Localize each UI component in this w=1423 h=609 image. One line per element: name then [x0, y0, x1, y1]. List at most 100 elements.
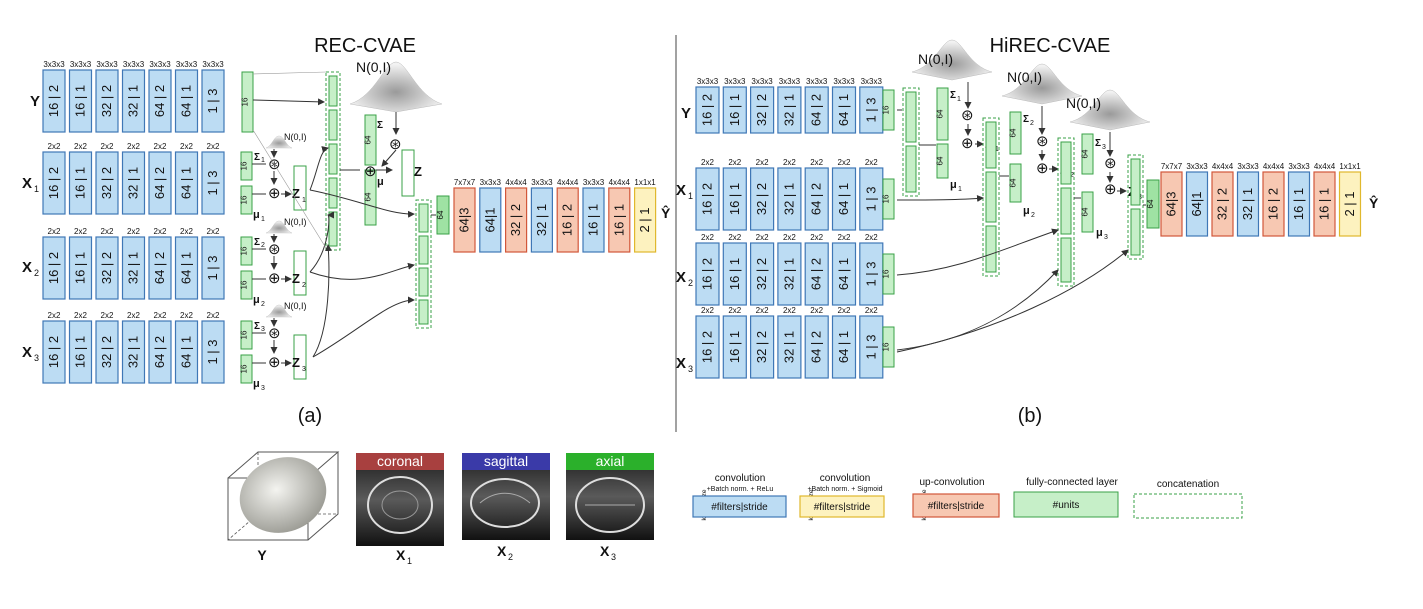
svg-text:X: X	[676, 182, 686, 199]
concat-cell	[328, 177, 338, 209]
decoder-block	[1160, 171, 1183, 237]
svg-text:⊕: ⊕	[961, 135, 974, 152]
kernel-size-label: 2x2	[701, 306, 714, 315]
conv-block	[148, 151, 172, 215]
decoder-block-label: 64|1	[1189, 191, 1204, 216]
conv-block	[42, 151, 66, 215]
conv-block-label: 32 | 1	[126, 252, 141, 284]
concat-box-b-final	[1127, 154, 1144, 260]
conv-block-label: 32 | 2	[754, 331, 769, 363]
svg-text:64: 64	[436, 210, 445, 219]
legend-upconv: up-convolution kernel size #filters|stri…	[912, 477, 1000, 521]
svg-text:3: 3	[302, 366, 306, 373]
conv-block-label: 1 | 3	[863, 97, 878, 122]
row-label-x2-b: X 2	[676, 269, 693, 288]
kernel-size-label: 2x2	[783, 233, 796, 242]
decoder-block	[479, 187, 502, 253]
kernel-size-label: 2x2	[701, 158, 714, 167]
decoder-block	[582, 187, 605, 253]
concat-cell	[328, 211, 338, 247]
decoder-block	[1313, 171, 1336, 237]
conv-block-label: 32 | 2	[99, 252, 114, 284]
svg-text:fully-connected layer: fully-connected layer	[1026, 477, 1118, 488]
svg-text:⊕: ⊕	[1036, 160, 1049, 177]
kernel-size-label: 3x3x3	[833, 77, 855, 86]
svg-text:16: 16	[241, 97, 250, 106]
svg-text:X: X	[676, 355, 686, 372]
connections-b	[896, 109, 1146, 353]
output-yhat-b: Ŷ	[1369, 194, 1379, 211]
conv-block-label: 64 | 1	[836, 94, 851, 126]
conv-block	[42, 236, 66, 300]
svg-text:N(0,I): N(0,I)	[1007, 69, 1042, 85]
svg-text:3: 3	[1102, 144, 1106, 151]
svg-text:Ŷ: Ŷ	[661, 204, 671, 221]
conv-block	[174, 320, 199, 384]
kernel-size-label: 2x2	[701, 233, 714, 242]
conv-block	[831, 86, 857, 134]
svg-text:2: 2	[1031, 212, 1035, 219]
conv-block	[148, 320, 172, 384]
kernel-size-label: 2x2	[728, 306, 741, 315]
conv-block	[777, 86, 802, 134]
conv-block-label: 64 | 2	[152, 85, 167, 117]
svg-text:Z: Z	[414, 164, 422, 179]
svg-text:N(0,I): N(0,I)	[1066, 95, 1101, 111]
row-label-x1-b: X 1	[676, 182, 693, 201]
kernel-size-label: 2x2	[154, 142, 167, 151]
svg-text:μ: μ	[950, 179, 957, 191]
svg-text:N(0,I): N(0,I)	[284, 301, 307, 311]
kernel-size-label: 2x2	[865, 306, 878, 315]
sagittal-view-image: sagittal	[462, 453, 550, 540]
svg-text:1: 1	[302, 197, 306, 204]
fc-y-a: 16	[241, 71, 254, 133]
fc-block	[882, 326, 895, 368]
svg-text:16: 16	[240, 195, 249, 204]
conv-block-label: 64 | 2	[809, 331, 824, 363]
svg-text:1: 1	[995, 146, 999, 153]
svg-text:2: 2	[261, 242, 265, 249]
kernel-size-label: 3x3x3	[861, 77, 883, 86]
kernel-size-label: 2x2	[810, 306, 823, 315]
svg-text:#filters|stride: #filters|stride	[814, 502, 871, 513]
svg-text:⊛: ⊛	[1036, 133, 1049, 150]
conv-block	[804, 86, 829, 134]
hier-stage-2: N(0,I) 64 Σ 2 64 μ 2 ⊛ ⊕ Z 2	[982, 63, 1083, 277]
svg-text:Z: Z	[292, 271, 300, 286]
conv-block-label: 64 | 1	[179, 252, 194, 284]
decoder-block	[505, 187, 528, 253]
conv-block-label: 16 | 1	[73, 167, 88, 199]
decoder-block	[453, 187, 476, 253]
svg-text:coronal: coronal	[377, 453, 423, 469]
svg-text:3: 3	[688, 364, 693, 374]
conv-block	[695, 315, 720, 379]
svg-text:1: 1	[688, 191, 693, 201]
conv-block	[804, 242, 829, 306]
kernel-size-label: 3x3x3	[1288, 162, 1310, 171]
kernel-size-label: 4x4x4	[609, 178, 631, 187]
conv-block-label: 64 | 1	[179, 85, 194, 117]
fc-block	[882, 89, 895, 131]
kernel-size-label: 2x2	[728, 233, 741, 242]
concat-cell	[418, 235, 429, 265]
kernel-size-label: 2x2	[74, 142, 87, 151]
axial-view-image: axial	[566, 453, 654, 540]
hier-stage-1: N(0,I) 64 Σ 1 64 μ 1 ⊛ ⊕ Z 1	[902, 39, 999, 197]
conv-block-label: 32 | 1	[781, 94, 796, 126]
brain-volume-image	[227, 451, 340, 541]
decoder-block-label: 16 | 1	[1317, 188, 1332, 220]
svg-text:μ: μ	[253, 294, 260, 306]
fc-block	[882, 178, 895, 220]
conv-block	[722, 242, 747, 306]
conv-block-label: 32 | 1	[781, 183, 796, 215]
conv-block-label: 16 | 2	[46, 252, 61, 284]
svg-text:16: 16	[240, 364, 249, 373]
conv-block	[201, 151, 225, 215]
svg-text:2: 2	[302, 282, 306, 289]
